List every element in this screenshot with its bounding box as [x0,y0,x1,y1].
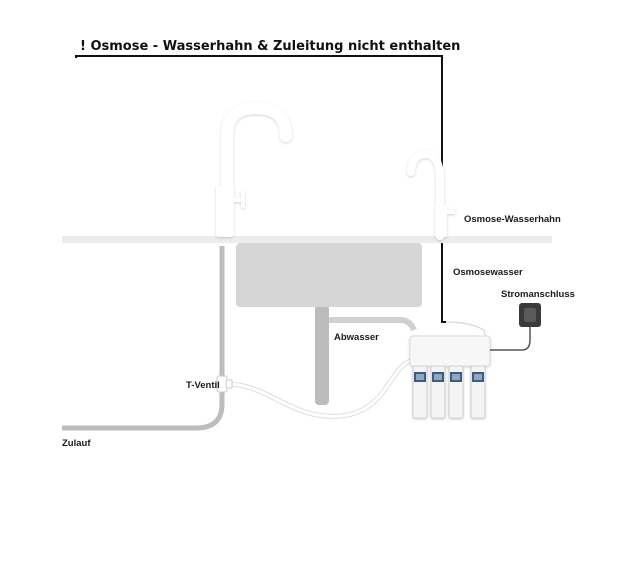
t-valve [216,375,233,393]
notice-text: ! Osmose - Wasserhahn & Zuleitung nicht … [80,39,460,54]
notice-leader-line [75,55,446,323]
label-osmose-tap: Osmose-Wasserhahn [464,214,561,225]
osmose-faucet-icon [407,149,455,240]
faucet-icon [216,101,292,237]
power-plug-icon [519,303,541,327]
label-inlet: Zulauf [62,438,91,449]
label-power: Stromanschluss [501,289,575,300]
label-waste-water: Abwasser [334,332,379,343]
notice-callout: ! Osmose - Wasserhahn & Zuleitung nicht … [75,39,460,323]
inlet-pipe [62,246,225,431]
countertop [62,236,552,243]
filter-cartridge-icon [448,365,464,419]
filter-cartridge-icon [412,365,428,419]
filter-head [409,335,491,367]
label-t-valve: T-Ventil [186,380,220,391]
label-osmose-water: Osmosewasser [453,267,523,278]
filter-cartridge-icon [430,365,446,419]
drain-pipe [315,305,329,405]
sink-basin [236,243,422,307]
power-cable [490,326,531,351]
filter-cartridge-icon [470,365,486,419]
filter-unit [409,335,491,419]
